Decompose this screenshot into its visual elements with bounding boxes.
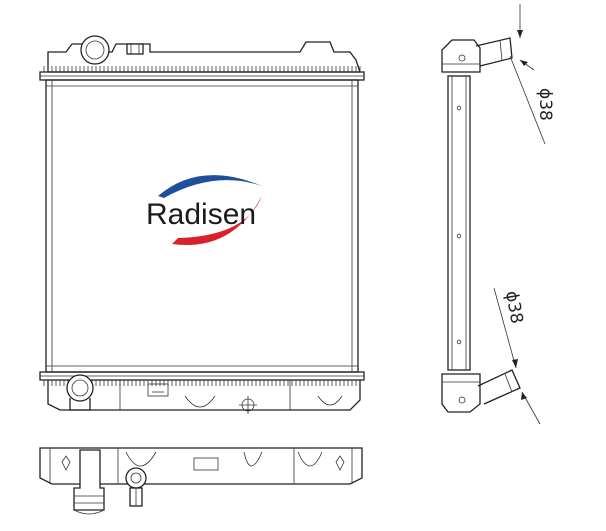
logo-swoosh-blue	[158, 175, 262, 198]
filler-neck	[80, 35, 144, 65]
bottom-view	[39, 447, 363, 515]
front-bottom-outlet	[66, 374, 94, 411]
dimension-top-outlet: ϕ38	[509, 4, 555, 145]
side-top-outlet	[475, 37, 513, 67]
side-bottom-outlet	[477, 369, 521, 405]
brand-logo: Radisen	[146, 175, 262, 245]
dimension-bottom-outlet: ϕ38	[493, 287, 541, 425]
drain-cock	[125, 467, 147, 507]
radiator-core	[45, 79, 359, 373]
dimension-label-top: ϕ38	[535, 88, 555, 121]
bottom-tank	[39, 371, 365, 414]
front-view	[39, 35, 365, 414]
top-tank-ribs	[43, 66, 361, 72]
dimension-label-bottom: ϕ38	[501, 289, 526, 325]
bottom-tank-ribs	[43, 380, 361, 386]
logo-text: Radisen	[146, 198, 256, 231]
bottom-drain-pipe	[73, 449, 105, 515]
side-view	[441, 37, 521, 413]
logo-swoosh-red	[172, 196, 262, 245]
